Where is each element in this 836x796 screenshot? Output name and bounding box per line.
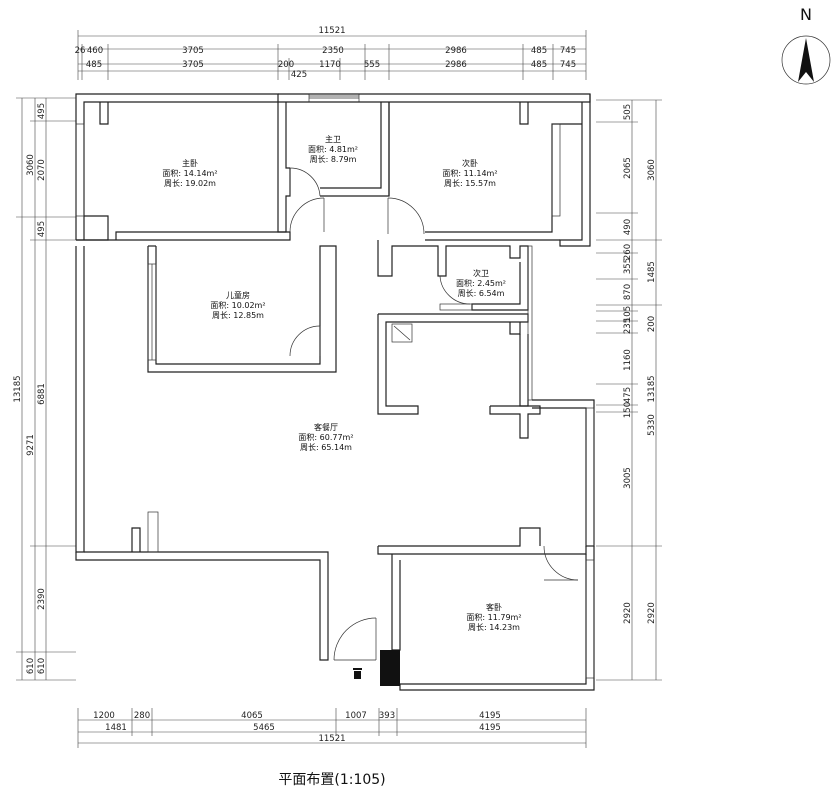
- room-area: 面积: 60.77m²: [298, 432, 353, 442]
- bottom-280: 280: [134, 711, 150, 721]
- room-area: 面积: 14.14m²: [162, 168, 217, 178]
- room-perimeter: 周长: 19.02m: [164, 178, 216, 188]
- top2-dim-425: 425: [291, 70, 307, 80]
- north-arrow: N: [781, 5, 831, 85]
- bottom-1007: 1007: [345, 711, 367, 721]
- right-105: 105: [623, 306, 633, 322]
- room-perimeter: 周长: 15.57m: [444, 178, 496, 188]
- room-area: 面积: 10.02m²: [210, 300, 265, 310]
- bottom2-1481: 1481: [105, 723, 127, 733]
- right-150: 150: [623, 402, 633, 418]
- right-260: 260: [623, 244, 633, 260]
- top-dim-2986: 2986: [445, 46, 467, 56]
- left-3060: 3060: [26, 154, 36, 176]
- left-total-13185: 13185: [13, 375, 23, 402]
- room-name: 次卧: [462, 158, 478, 168]
- room-perimeter: 周长: 65.14m: [300, 442, 352, 452]
- bottom2-5465: 5465: [253, 723, 275, 733]
- room-area: 面积: 11.79m²: [466, 612, 521, 622]
- top-dim-745: 745: [560, 46, 576, 56]
- left-dimensions: 13185 3060 9271 610 495 2070 495 6881 23…: [13, 97, 76, 681]
- room-name: 儿童房: [226, 290, 250, 300]
- walls: [75, 93, 595, 691]
- room-labels: 主卧 面积: 14.14m² 周长: 19.02m 主卫 面积: 4.81m² …: [162, 134, 521, 632]
- left-2070: 2070: [37, 159, 47, 181]
- top-dim-485: 485: [531, 46, 547, 56]
- room-label-second-bedroom: 次卧 面积: 11.14m² 周长: 15.57m: [442, 158, 497, 188]
- right-235: 235: [623, 318, 633, 334]
- room-area: 面积: 2.45m²: [456, 278, 506, 288]
- room-label-master: 主卧 面积: 14.14m² 周长: 19.02m: [162, 158, 217, 188]
- bottom-4195: 4195: [479, 711, 501, 721]
- left-495b: 495: [37, 221, 47, 237]
- bottom-1200: 1200: [93, 711, 115, 721]
- bottom2-4195: 4195: [479, 723, 501, 733]
- room-perimeter: 周长: 14.23m: [468, 622, 520, 632]
- right-outer-1485: 1485: [647, 261, 657, 283]
- top-dim-26: 26: [75, 46, 86, 56]
- room-label-guest-bedroom: 客卧 面积: 11.79m² 周长: 14.23m: [466, 602, 521, 632]
- left-495a: 495: [37, 103, 47, 119]
- right-2920: 2920: [623, 602, 633, 624]
- room-perimeter: 周长: 12.85m: [212, 310, 264, 320]
- room-label-second-bath: 次卫 面积: 2.45m² 周长: 6.54m: [456, 268, 506, 298]
- room-area: 面积: 4.81m²: [308, 144, 358, 154]
- left-610b: 610: [37, 658, 47, 674]
- right-475: 475: [623, 387, 633, 403]
- right-outer-3060: 3060: [647, 159, 657, 181]
- trash-bin-icon: [353, 668, 362, 679]
- right-1160: 1160: [623, 349, 633, 371]
- top2-dim-745b: 745: [560, 60, 576, 70]
- top2-dim-200: 200: [278, 60, 294, 70]
- left-2390: 2390: [37, 588, 47, 610]
- top-dimensions: 11521 26 460 3705 2350 2986 485 745 485 …: [75, 26, 587, 80]
- room-perimeter: 周长: 8.79m: [310, 154, 357, 164]
- left-9271: 9271: [26, 434, 36, 456]
- bottom-4065: 4065: [241, 711, 263, 721]
- top2-dim-555: 555: [364, 60, 380, 70]
- room-name: 次卫: [473, 268, 489, 278]
- room-label-master-bath: 主卫 面积: 4.81m² 周长: 8.79m: [308, 134, 358, 164]
- room-name: 主卫: [325, 134, 341, 144]
- left-610: 610: [26, 658, 36, 674]
- top2-dim-1170: 1170: [319, 60, 341, 70]
- room-name: 客餐厅: [314, 422, 338, 432]
- north-label: N: [800, 5, 812, 24]
- top2-dim-485b: 485: [531, 60, 547, 70]
- bottom-393: 393: [379, 711, 395, 721]
- top2-dim-485: 485: [86, 60, 102, 70]
- top-dim-2350: 2350: [322, 46, 344, 56]
- right-2065: 2065: [623, 157, 633, 179]
- right-outer-2920: 2920: [647, 602, 657, 624]
- right-505: 505: [623, 104, 633, 120]
- left-6881: 6881: [37, 383, 47, 405]
- right-355: 355: [623, 258, 633, 274]
- room-name: 主卧: [182, 158, 198, 168]
- right-490: 490: [623, 219, 633, 235]
- right-outer-13185: 13185: [647, 375, 657, 402]
- right-3005: 3005: [623, 467, 633, 489]
- top-total-dim: 11521: [318, 26, 345, 36]
- room-name: 客卧: [486, 602, 502, 612]
- right-dimensions: 505 2065 490 260 355 870 105 235 200 116…: [596, 99, 662, 681]
- top2-dim-2986: 2986: [445, 60, 467, 70]
- top2-dim-3705: 3705: [182, 60, 204, 70]
- right-outer-5330: 5330: [647, 414, 657, 436]
- room-area: 面积: 11.14m²: [442, 168, 497, 178]
- structural-column: [380, 650, 400, 686]
- bottom-total: 11521: [318, 734, 345, 744]
- top-dim-460: 460: [87, 46, 103, 56]
- room-label-kids-room: 儿童房 面积: 10.02m² 周长: 12.85m: [210, 290, 265, 320]
- drawing-title: 平面布置(1:105): [278, 772, 385, 788]
- bottom-dimensions: 1200 280 4065 1007 393 4195 1481 5465 41…: [77, 708, 587, 748]
- right-870: 870: [623, 284, 633, 300]
- top-dim-3705: 3705: [182, 46, 204, 56]
- room-perimeter: 周长: 6.54m: [458, 288, 505, 298]
- room-label-living-dining: 客餐厅 面积: 60.77m² 周长: 65.14m: [298, 422, 353, 452]
- right-200: 200: [647, 316, 657, 332]
